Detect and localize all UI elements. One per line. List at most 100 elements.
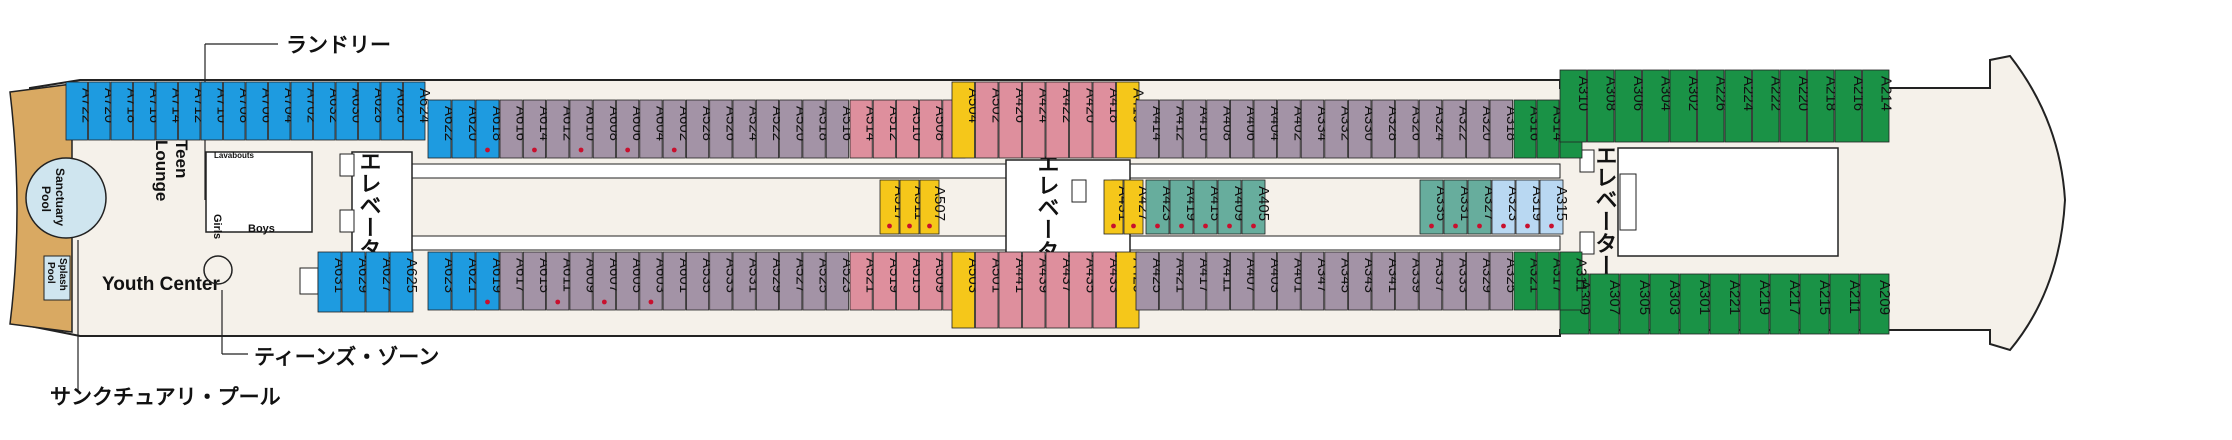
teen-zone-callout: ティーンズ・ゾーン (254, 345, 439, 369)
cabin-box (1466, 99, 1490, 159)
cabin-box (365, 251, 390, 313)
connecting-dot (555, 299, 561, 305)
cabin-label: A307 (1606, 280, 1623, 315)
cabin-A426[interactable]: A426 (998, 81, 1029, 159)
cabin-box (1045, 81, 1069, 159)
cabin-box (1193, 179, 1218, 235)
cabin-box (1589, 273, 1620, 335)
cabin-label: A625 (403, 258, 420, 293)
cabin-box (709, 99, 733, 159)
cabin-A222[interactable]: A222 (1752, 69, 1785, 143)
cabin-box (1241, 179, 1266, 235)
cabin-box (1092, 81, 1116, 159)
cabin-A217[interactable]: A217 (1769, 273, 1803, 335)
cabin-box (1649, 273, 1680, 335)
cabin-box (998, 81, 1022, 159)
lifts-aft (339, 153, 355, 233)
cabin-A602[interactable]: A602 (662, 99, 693, 159)
cabin-box (951, 251, 975, 329)
connecting-dot (927, 223, 932, 229)
cabin-A211[interactable]: A211 (1829, 273, 1863, 335)
corridor-upper (379, 163, 1561, 179)
cabin-A305[interactable]: A305 (1619, 273, 1653, 335)
cabin-A423[interactable]: A423 (1145, 179, 1176, 235)
stairs (299, 173, 1637, 295)
connecting-dot (671, 147, 677, 153)
connecting-dot (485, 147, 490, 153)
cabin-A420[interactable]: A420 (1069, 81, 1100, 159)
girls-label: Girls (211, 214, 223, 239)
cabin-A221[interactable]: A221 (1709, 273, 1743, 335)
cabin-box (896, 99, 920, 159)
cabin-box (1217, 179, 1242, 235)
cabin-box (975, 81, 999, 159)
cabin-A302[interactable]: A302 (1669, 69, 1702, 143)
connecting-dot (907, 223, 912, 229)
cabin-box (313, 81, 336, 141)
cabin-box (1371, 99, 1396, 159)
cabin-A409[interactable]: A409 (1217, 179, 1248, 235)
elevator-label-fwd: エレベーター (1592, 144, 1618, 276)
cabin-label: A311 (1573, 258, 1590, 292)
cabin-A315[interactable]: A315 (1539, 179, 1570, 235)
cabin-A209[interactable]: A209 (1859, 273, 1893, 335)
cabin-box (88, 81, 111, 141)
cabin-box (919, 251, 943, 311)
cabin-box (178, 81, 201, 141)
cabin-box (1513, 251, 1537, 311)
sanctuary-pool-label-1: Sanctuary (53, 168, 67, 226)
connecting-dot (1501, 223, 1506, 229)
cabin-label: A305 (1636, 280, 1653, 315)
cabin-box (1859, 273, 1890, 335)
cabin-A405[interactable]: A405 (1241, 179, 1272, 235)
cabin-A214[interactable]: A214 (1862, 69, 1895, 143)
cabin-box (662, 99, 686, 159)
cabin-label: A301 (1696, 280, 1713, 315)
cabin-A307[interactable]: A307 (1589, 273, 1623, 335)
cabin-A714[interactable]: A714 (155, 81, 185, 141)
cabin-box (686, 99, 710, 159)
cabin-box (1230, 251, 1254, 311)
cabin-box (403, 81, 426, 141)
cabin-box (1159, 251, 1183, 311)
cabin-box (732, 251, 756, 311)
cabin-box (245, 81, 268, 141)
cabin-box (1182, 251, 1207, 311)
cabin-box (998, 251, 1022, 329)
cabin-A219[interactable]: A219 (1739, 273, 1773, 335)
teen-lounge-label-1: Teen (172, 140, 191, 178)
cabin-box (1348, 251, 1372, 311)
cabin-A303[interactable]: A303 (1649, 273, 1683, 335)
cabin-A306[interactable]: A306 (1614, 69, 1647, 143)
cabin-A412[interactable]: A412 (1159, 99, 1190, 159)
cabin-box (1324, 99, 1348, 159)
splash-pool-label-1: Splash (57, 258, 68, 291)
cabin-A311[interactable]: A311 (1559, 251, 1590, 311)
cabin-A625[interactable]: A625 (389, 251, 420, 313)
cabin-box (1300, 99, 1325, 159)
cabin-box (1253, 251, 1278, 311)
cabin-box (1419, 179, 1444, 235)
cabin-box (899, 179, 920, 235)
cabin-label: A214 (1877, 76, 1894, 111)
cabin-box (662, 251, 686, 311)
splash-pool-label-2: Pool (45, 262, 56, 284)
cabin-box (1103, 179, 1124, 235)
cabin-box (1834, 69, 1862, 143)
cabin-box (802, 99, 826, 159)
connecting-dot (1477, 223, 1482, 229)
cabin-box (825, 99, 849, 159)
connecting-dot (1549, 223, 1554, 229)
cabin-A507[interactable]: A507 (919, 179, 948, 235)
cabin-box (380, 81, 403, 141)
cabin-box (825, 251, 849, 311)
cabin-box (1862, 69, 1890, 143)
cabin-A301[interactable]: A301 (1679, 273, 1713, 335)
cabin-box (732, 99, 756, 159)
sanctuary-pool-shape (25, 157, 107, 239)
cabin-A215[interactable]: A215 (1799, 273, 1833, 335)
cabin-box (1752, 69, 1780, 143)
cabin-box (1348, 99, 1372, 159)
cabin-box (1724, 69, 1752, 143)
cabin-box (849, 251, 873, 311)
